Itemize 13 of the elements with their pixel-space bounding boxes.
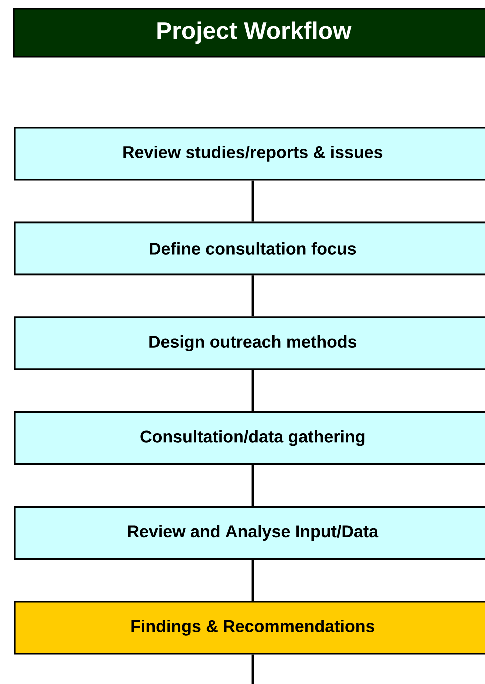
title-banner: Project Workflow — [13, 8, 485, 58]
process-box: Review studies/reports & issues — [14, 127, 485, 181]
connector-line — [252, 180, 254, 222]
connector-line — [252, 276, 254, 317]
process-box: Findings & Recommendations — [14, 601, 485, 655]
process-box: Define consultation focus — [14, 222, 485, 276]
process-box: Review and Analyse Input/Data — [14, 506, 485, 560]
process-box: Consultation/data gathering — [14, 411, 485, 466]
connector-line — [252, 654, 254, 684]
connector-line — [252, 370, 254, 412]
connector-line — [252, 465, 254, 506]
connector-line — [252, 560, 254, 601]
process-box: Design outreach methods — [14, 316, 485, 370]
